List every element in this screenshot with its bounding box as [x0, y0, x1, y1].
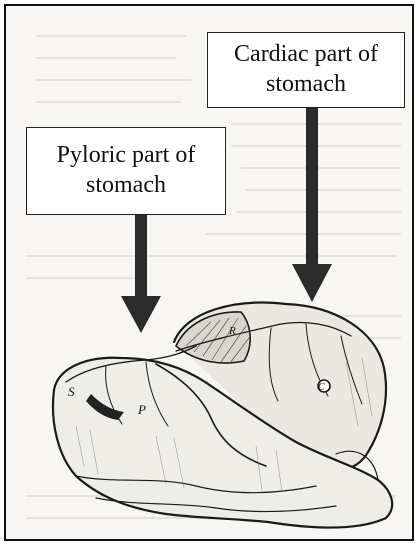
- pyloric-arrow: [121, 211, 161, 333]
- cardiac-label-line1: Cardiac part of: [208, 39, 404, 69]
- cardiac-arrow: [292, 106, 332, 302]
- pyloric-label-line1: Pyloric part of: [27, 140, 225, 170]
- cardiac-label-line2: stomach: [208, 69, 404, 99]
- figure-frame: S P R C Cardiac part of stomach Pyloric …: [4, 4, 414, 541]
- pyloric-part-label: Pyloric part of stomach: [26, 127, 226, 215]
- pyloric-label-line2: stomach: [27, 170, 225, 200]
- cardiac-part-label: Cardiac part of stomach: [207, 32, 405, 108]
